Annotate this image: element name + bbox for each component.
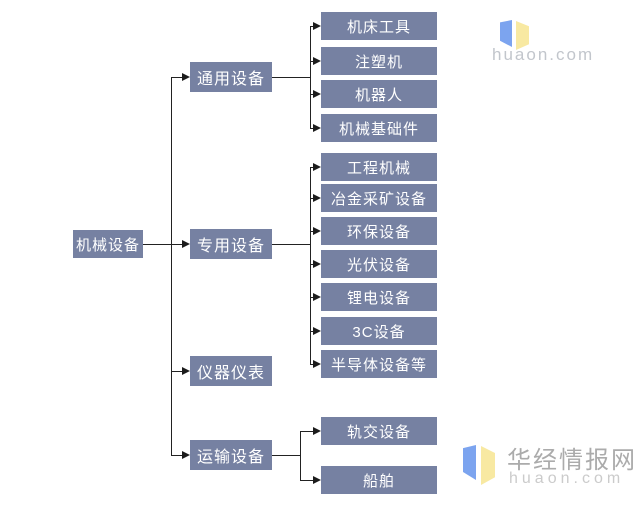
node-leaf-robot: 机器人: [321, 80, 437, 108]
connector-line: [171, 371, 183, 372]
trunk-line: [300, 431, 301, 481]
node-leaf-injection: 注塑机: [321, 47, 437, 75]
arrow-right-icon: [313, 22, 321, 30]
node-leaf-basic-parts: 机械基础件: [321, 114, 437, 142]
connector-line: [310, 198, 315, 199]
node-leaf-lithium: 锂电设备: [321, 283, 437, 311]
arrow-right-icon: [313, 90, 321, 98]
connector-line: [310, 231, 315, 232]
connector-line: [310, 94, 315, 95]
connector-line: [300, 431, 315, 432]
arrow-right-icon: [313, 327, 321, 335]
node-category-transport: 运输设备: [190, 440, 272, 470]
huaon-logo-icon: [516, 21, 529, 50]
trunk-line: [310, 167, 311, 365]
node-leaf-semiconductor: 半导体设备等: [321, 350, 437, 378]
node-leaf-3c: 3C设备: [321, 317, 437, 345]
trunk-line: [310, 26, 311, 129]
connector-line: [310, 26, 315, 27]
arrow-right-icon: [182, 451, 190, 459]
connector-line: [310, 167, 315, 168]
huaon-logo-icon: [481, 446, 495, 485]
connector-line: [143, 244, 183, 245]
connector-line: [272, 77, 310, 78]
node-leaf-ships: 船舶: [321, 466, 437, 494]
arrow-right-icon: [313, 427, 321, 435]
arrow-right-icon: [313, 476, 321, 484]
node-leaf-rail-transit: 轨交设备: [321, 417, 437, 445]
arrow-right-icon: [182, 240, 190, 248]
node-category-general: 通用设备: [190, 62, 272, 92]
arrow-right-icon: [182, 73, 190, 81]
connector-line: [310, 297, 315, 298]
connector-line: [272, 455, 300, 456]
trunk-line: [171, 77, 172, 456]
connector-line: [272, 244, 310, 245]
arrow-right-icon: [313, 124, 321, 132]
connector-line: [310, 331, 315, 332]
node-root-machinery: 机械设备: [73, 230, 143, 258]
arrow-right-icon: [313, 360, 321, 368]
node-leaf-machine-tools: 机床工具: [321, 12, 437, 40]
arrow-right-icon: [313, 163, 321, 171]
huaon-logo-icon: [500, 20, 512, 47]
huaon-logo-icon: [463, 445, 476, 480]
arrow-right-icon: [182, 367, 190, 375]
watermark-site-text: huaon.com: [492, 45, 595, 64]
node-leaf-construction: 工程机械: [321, 153, 437, 181]
connector-line: [310, 264, 315, 265]
connector-line: [310, 364, 315, 365]
connector-line: [300, 480, 315, 481]
connector-line: [310, 61, 315, 62]
connector-line: [171, 77, 183, 78]
node-category-special: 专用设备: [190, 229, 272, 259]
arrow-right-icon: [313, 260, 321, 268]
connector-line: [310, 128, 315, 129]
watermark-site-text: huaon.com: [509, 470, 625, 487]
arrow-right-icon: [313, 293, 321, 301]
arrow-right-icon: [313, 57, 321, 65]
node-leaf-metallurgy: 冶金采矿设备: [321, 184, 437, 212]
arrow-right-icon: [313, 194, 321, 202]
node-leaf-environmental: 环保设备: [321, 217, 437, 245]
connector-line: [171, 455, 183, 456]
arrow-right-icon: [313, 227, 321, 235]
node-leaf-photovoltaic: 光伏设备: [321, 250, 437, 278]
watermark-brand-text: 华经情报网: [507, 447, 637, 474]
node-category-instrument: 仪器仪表: [190, 356, 272, 386]
